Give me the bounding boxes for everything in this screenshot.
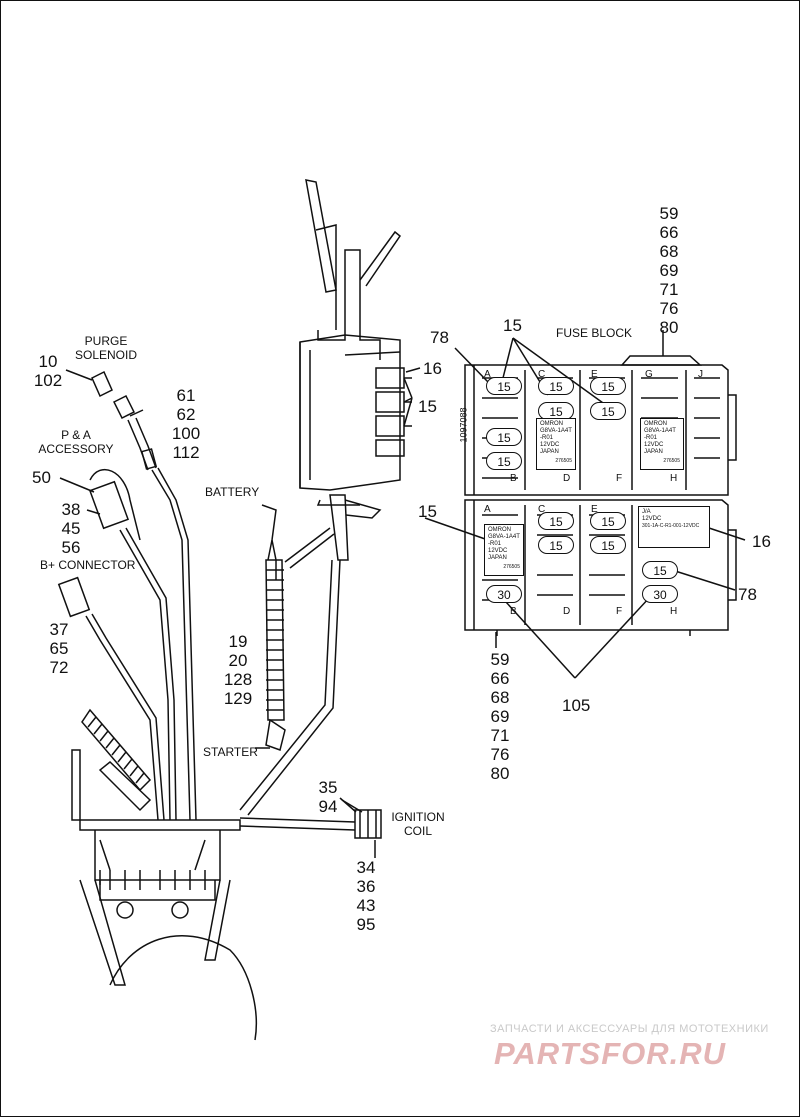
relay: OMRON G8VA-1A4T -R01 12VDC JAPAN 276505 [536,418,576,470]
pa-accessory-part-number: 50 [32,468,51,487]
fuse-30: 30 [642,585,678,603]
relay-part-number: 276505 [555,458,572,464]
relay-voltage: 12VDC JAPAN [488,548,508,561]
relay-suffix: -R01 [488,541,502,547]
b-plus-connector-label: B+ CONNECTOR [40,558,136,572]
col-letter-e: E [591,504,598,515]
relay-model: G8VA-1A4T [488,534,520,540]
watermark-brand: PARTSFOR.RU [494,1036,726,1072]
col-letter-d: D [563,606,571,617]
fuse-15: 15 [590,512,626,530]
fuse-block-callout-105: 105 [562,696,591,715]
relay-voltage: 12VDC JAPAN [644,442,664,455]
col-letter-j: J [698,369,703,380]
ecm-callout-15: 15 [418,397,437,416]
fuse-block-side-code: 1097088 [458,407,469,443]
col-letter-e: E [591,369,598,380]
col-letter-f: F [616,473,623,484]
col-letter-g: G [645,369,653,380]
relay-brand: OMRON [540,421,563,427]
fuse-block-callout-78: 78 [430,328,449,347]
fuse-15: 15 [590,377,626,395]
relay-2-line: J/A [642,509,651,515]
relay: OMRON G8VA-1A4T -R01 12VDC JAPAN 276505 [484,524,524,576]
fuse-15: 15 [486,377,522,395]
fuse-block-callout-15: 15 [503,316,522,335]
watermark-tagline: ЗАПЧАСТИ И АКСЕССУАРЫ ДЛЯ МОТОТЕХНИКИ [490,1023,769,1035]
relay-part-number: 276505 [663,458,680,464]
frame-tube-right [359,230,402,287]
relay-2-line: 12VDC [642,516,662,522]
pa-accessory-loop [89,468,141,541]
ecm-callout-16: 16 [423,359,442,378]
fuse-15: 15 [538,512,574,530]
col-letter-c: C [538,369,546,380]
fuse-15: 15 [486,452,522,470]
fuse-block-callout-78-right: 78 [738,585,757,604]
battery-cable [261,504,277,561]
frame-tube-left [305,179,337,293]
fuse-15: 15 [538,402,574,420]
b-plus-connector [57,576,91,618]
cable-coil [265,559,285,721]
fuse-30: 30 [486,585,522,603]
relay-suffix: -R01 [540,435,554,441]
starter-label: STARTER [203,745,258,759]
fuse-block-callout-16: 16 [752,532,771,551]
relay-2-line: 301-1A-C-R1-001-12VDC [642,523,700,529]
relay-2: J/A 12VDC 301-1A-C-R1-001-12VDC [638,506,710,548]
fuse-block-callout-15-left: 15 [418,502,437,521]
fuse-15: 15 [538,536,574,554]
watermark-brand-ru: .RU [669,1036,727,1071]
relay-model: G8VA-1A4T [644,428,676,434]
col-letter-b: B [510,473,517,484]
relay-model: G8VA-1A4T [540,428,572,434]
relay-suffix: -R01 [644,435,658,441]
harness-drawing [57,179,746,1041]
fuse-block-lower [464,499,729,631]
relay-part-number: 276505 [503,564,520,570]
watermark-brand-parts: PARTS [494,1036,602,1071]
relay-brand: OMRON [488,527,511,533]
col-letter-d: D [563,473,571,484]
col-letter-h: H [670,473,678,484]
col-letter-f: F [616,606,623,617]
battery-label: BATTERY [205,485,260,499]
fuse-15: 15 [642,561,678,579]
purge-solenoid-connector [91,370,113,398]
fuse-15: 15 [590,402,626,420]
col-letter-c: C [538,504,546,515]
col-letter-b: B [510,606,517,617]
watermark-brand-for: FOR [601,1036,670,1071]
relay-voltage: 12VDC JAPAN [540,442,560,455]
col-letter-a: A [484,504,491,515]
col-letter-a: A [484,369,491,380]
col-letter-h: H [670,606,678,617]
fuse-block-label: FUSE BLOCK [556,326,633,340]
fuse-15: 15 [590,536,626,554]
fuse-15: 15 [538,377,574,395]
relay: OMRON G8VA-1A4T -R01 12VDC JAPAN 276505 [640,418,684,470]
fuse-15: 15 [486,428,522,446]
relay-brand: OMRON [644,421,667,427]
